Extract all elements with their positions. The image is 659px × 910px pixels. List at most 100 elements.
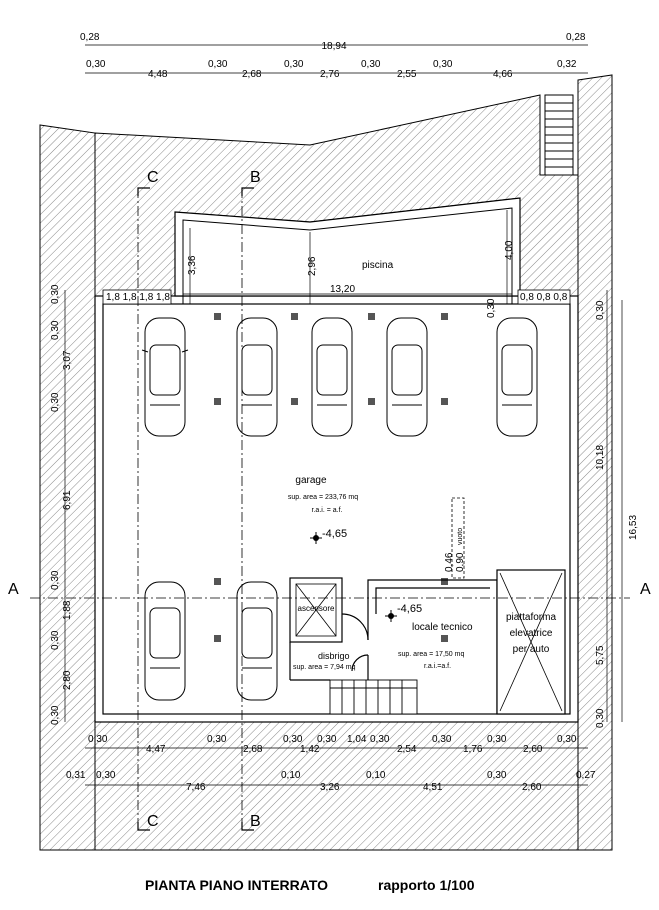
car-icon — [144, 581, 186, 701]
dim-right: 10,18 — [595, 445, 606, 470]
dim-left: 0,30 — [50, 392, 61, 412]
dim-top-partial: 0,30 — [208, 59, 228, 70]
dimension-lines — [64, 44, 623, 786]
dim-tech: 0,46 — [444, 552, 455, 572]
stair-bottom — [329, 679, 418, 715]
dim-left: 0,30 — [50, 320, 61, 340]
dim-top-partial: 2,76 — [320, 69, 340, 80]
dim-bottom-2: 7,46 — [186, 782, 206, 793]
dim-bottom-2: 0,30 — [487, 770, 507, 781]
dim-bottom-2: 0,30 — [96, 770, 116, 781]
ascensore — [289, 577, 343, 643]
section-marker-c-bottom: C — [147, 813, 159, 830]
level-garage: -4,65 — [322, 528, 347, 540]
dim-right: 5,75 — [595, 645, 606, 665]
room-label-locale-tecnico: locale tecnico — [412, 622, 473, 633]
dim-left: 0,30 — [50, 570, 61, 590]
room-rai-garage: r.a.i. = a.f. — [312, 507, 343, 514]
plan-scale: rapporto 1/100 — [378, 877, 475, 893]
dim-bottom-1: 1,76 — [463, 744, 483, 755]
dim-bottom-2: 0,10 — [366, 770, 386, 781]
dim-bottom-1: 0,30 — [283, 734, 303, 745]
level-marker-icon — [385, 610, 397, 622]
dim-bottom-1: 0,30 — [487, 734, 507, 745]
dim-left: 2,80 — [62, 670, 73, 690]
room-label-piattaforma-1: piattaforma — [506, 612, 556, 623]
dim-bottom-1: 0,30 — [88, 734, 108, 745]
room-label-disbrigo: disbrigo — [318, 651, 350, 661]
dim-right: 16,53 — [628, 515, 639, 540]
level-locale-tecnico: -4,65 — [397, 603, 422, 615]
dim-bottom-1: 0,30 — [432, 734, 452, 745]
dim-top-partial: 2,68 — [242, 69, 262, 80]
room-label-piattaforma-2: elevatrice — [510, 628, 553, 639]
dim-pool: 13,20 — [330, 284, 355, 295]
dim-top-partial: 4,66 — [493, 69, 513, 80]
dim-bottom-2: 0,31 — [66, 770, 86, 781]
car-icon — [386, 317, 428, 437]
section-marker-brackets — [137, 187, 254, 831]
dim-bottom-1: 1,42 — [300, 744, 320, 755]
dim-bottom-1: 0,30 — [370, 734, 390, 745]
piscina — [174, 197, 521, 305]
dim-bottom-1: 0,30 — [557, 734, 577, 745]
dim-top-overall: 0,28 — [566, 32, 586, 43]
dim-top-partial: 2,55 — [397, 69, 417, 80]
dim-bottom-1: 4,47 — [146, 744, 166, 755]
dim-bottom-2: 4,51 — [423, 782, 443, 793]
disbrigo-walls — [289, 613, 369, 681]
section-marker-b-top: B — [250, 169, 261, 186]
dim-tech: 0,90 — [455, 552, 466, 572]
dim-bottom-1: 2,60 — [523, 744, 543, 755]
room-label-garage: garage — [295, 475, 327, 486]
grating-left: 1,8 1,8 1,8 1,8 — [102, 289, 172, 305]
ground-hatch-bottom — [94, 721, 579, 851]
dim-top-partial: 0,32 — [557, 59, 577, 70]
dim-right: 0,30 — [595, 708, 606, 728]
dim-left: 1,88 — [62, 600, 73, 620]
room-label-piscina: piscina — [362, 260, 394, 271]
section-marker-b-bottom: B — [250, 813, 261, 830]
dim-left: 0,30 — [50, 705, 61, 725]
dim-left: 3,07 — [62, 350, 73, 370]
dim-left: 0,30 — [50, 284, 61, 304]
dim-pool: 2,96 — [307, 256, 318, 276]
dim-pool: 4,00 — [504, 240, 515, 260]
room-label-vuoto: vuoto — [457, 528, 464, 545]
dim-left: 6,91 — [62, 490, 73, 510]
dim-bottom-1: 0,30 — [207, 734, 227, 745]
dim-bottom-1: 0,30 — [317, 734, 337, 745]
room-rai-locale-tecnico: r.a.i.=a.f. — [424, 663, 451, 670]
dim-pool: 3,36 — [187, 255, 198, 275]
car-icon — [236, 317, 278, 437]
dim-bottom-2: 2,60 — [522, 782, 542, 793]
section-marker-a-right: A — [640, 581, 651, 598]
dim-top-partial: 4,48 — [148, 69, 168, 80]
room-area-locale-tecnico: sup. area = 17,50 mq — [398, 651, 464, 658]
vuoto-shaft — [451, 497, 465, 579]
car-icon — [311, 317, 353, 437]
dim-bottom-1: 2,68 — [243, 744, 263, 755]
level-marker-icon — [310, 532, 322, 544]
room-label-piattaforma-3: per auto — [513, 644, 550, 655]
section-lines — [30, 188, 630, 830]
piattaforma — [496, 569, 566, 715]
room-label-ascensore: ascensore — [298, 604, 335, 613]
room-area-garage: sup. area = 233,76 mq — [288, 494, 358, 501]
stair-top-right — [544, 94, 574, 176]
parking-cars — [141, 317, 538, 701]
section-marker-a-left: A — [8, 581, 19, 598]
room-area-disbrigo: sup. area = 7,94 mq — [293, 664, 356, 671]
ground-hatch-left — [39, 124, 96, 851]
plan-title: PIANTA PIANO INTERRATO — [145, 877, 328, 893]
dim-pool: 0,30 — [486, 298, 497, 318]
dim-top-partial: 0,30 — [361, 59, 381, 70]
svg-text:0,8 0,8 0,8: 0,8 0,8 0,8 — [520, 292, 568, 303]
dim-right: 0,30 — [595, 300, 606, 320]
dim-top-overall: 18,94 — [321, 41, 346, 52]
dim-top-partial: 0,30 — [433, 59, 453, 70]
dim-bottom-2: 0,10 — [281, 770, 301, 781]
grating-right: 0,8 0,8 0,8 — [517, 289, 571, 305]
dim-bottom-2: 3,26 — [320, 782, 340, 793]
